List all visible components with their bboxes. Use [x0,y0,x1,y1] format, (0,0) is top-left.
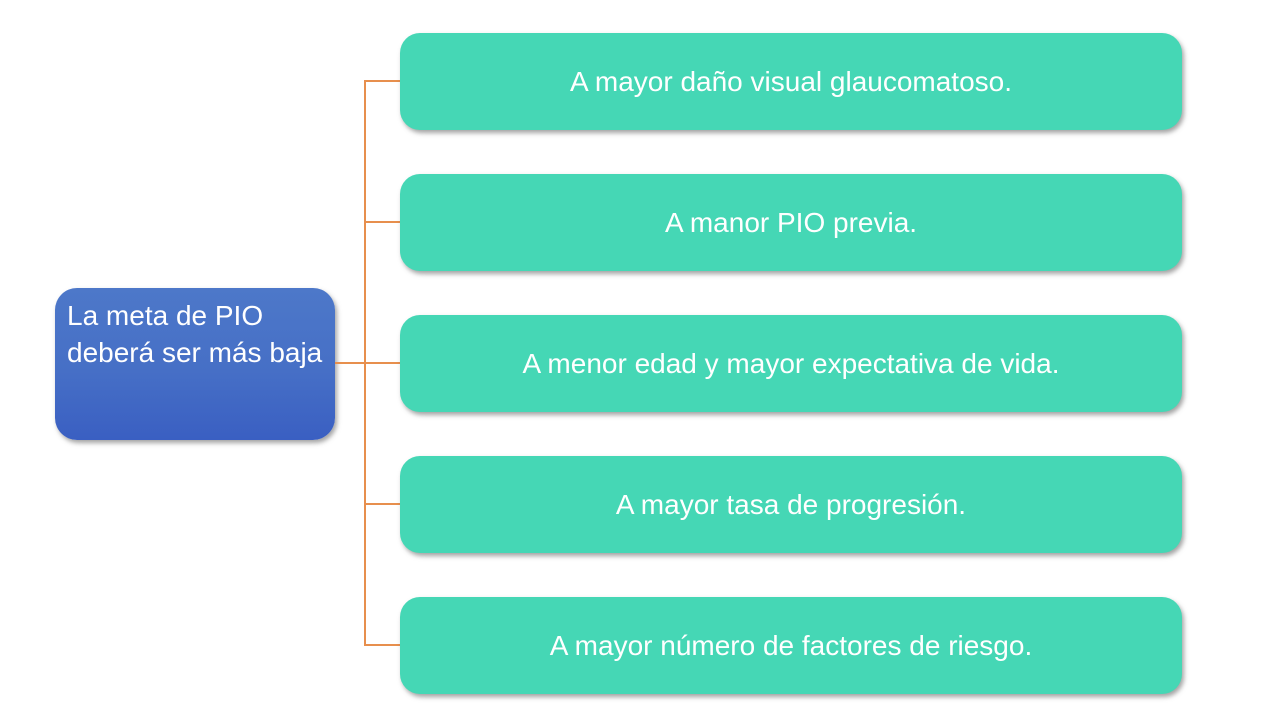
connector-trunk-line [364,80,366,646]
branch-node-1: A mayor daño visual glaucomatoso. [400,33,1182,130]
root-node: La meta de PIO deberá ser más baja [55,288,335,440]
branch-node-4: A mayor tasa de progresión. [400,456,1182,553]
branch-node-label: A menor edad y mayor expectativa de vida… [522,347,1060,379]
branch-node-label: A manor PIO previa. [664,206,918,238]
connector-branch-line-3 [366,362,400,364]
connector-branch-line-4 [366,503,400,505]
connector-branch-line-2 [366,221,400,223]
branch-node-3: A menor edad y mayor expectativa de vida… [400,315,1182,412]
connector-branch-line-1 [366,80,400,82]
branch-node-label: A mayor daño visual glaucomatoso. [569,65,1013,97]
connector-branch-line-5 [366,644,400,646]
branch-node-2: A manor PIO previa. [400,174,1182,271]
branch-node-label: A mayor tasa de progresión. [615,488,967,520]
branch-node-5: A mayor número de factores de riesgo. [400,597,1182,694]
connector-root-line [335,362,364,364]
branch-node-label: A mayor número de factores de riesgo. [549,629,1033,661]
root-node-label: La meta de PIO deberá ser más baja [67,300,323,368]
